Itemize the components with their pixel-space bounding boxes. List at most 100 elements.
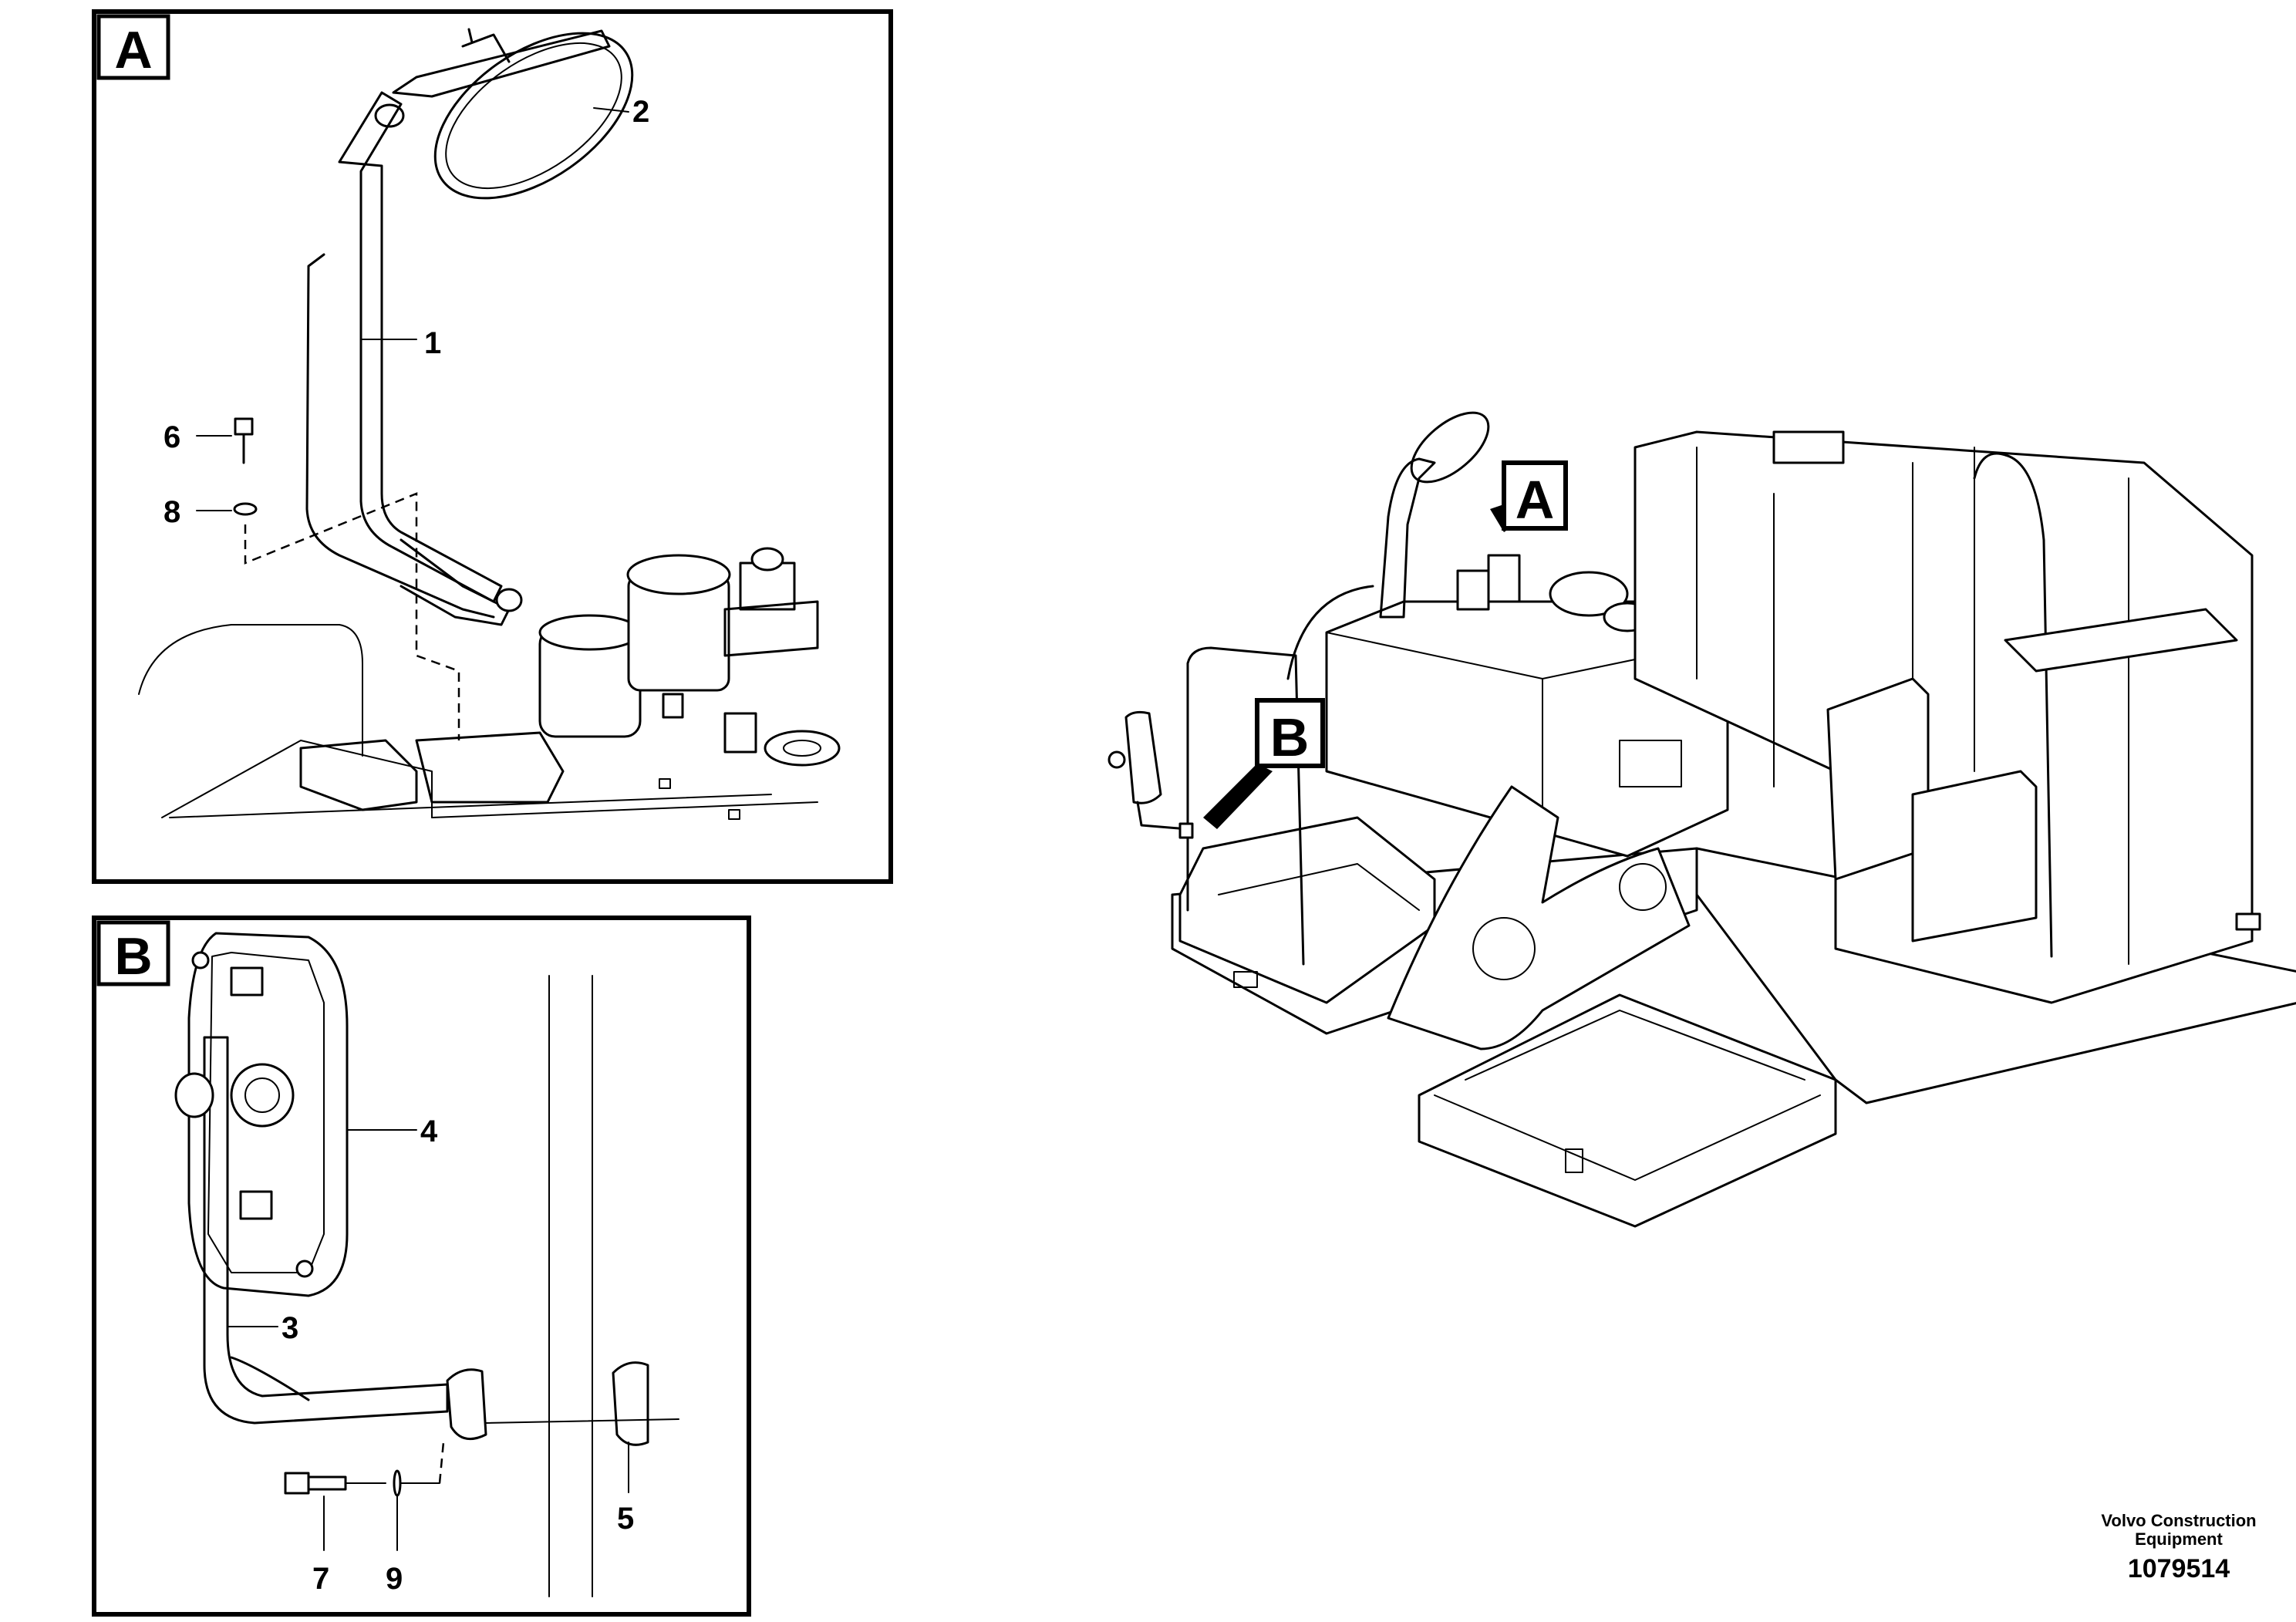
mirror-stand-pipe [338, 91, 503, 603]
rail-foot-plate [299, 739, 418, 811]
filter-housing [1487, 554, 1521, 603]
callout-4: 4 [420, 1114, 438, 1148]
pipe-end [495, 588, 523, 612]
overview-mirror-clamp [1178, 822, 1194, 839]
detail-a-panel: A 1 2 6 8 [92, 9, 893, 884]
cab-mount-plate [2004, 608, 2238, 673]
boom-pin-hole [1472, 917, 1536, 980]
overview-round-mirror [1410, 411, 1490, 484]
filter-canister-top [626, 554, 731, 595]
callout-6: 6 [164, 420, 180, 454]
front-frame-top [1465, 1010, 1805, 1081]
spacer [723, 712, 757, 754]
housing-top [538, 614, 642, 651]
callout-5: 5 [617, 1502, 634, 1536]
control-box [1911, 770, 2038, 943]
assembly-dashed-lines [244, 492, 460, 740]
callout-2-leader [593, 107, 629, 113]
housing-badge [230, 966, 264, 996]
mirror-arm [203, 1036, 449, 1425]
boom-mount [1387, 785, 1691, 1050]
battery-box-lid [1218, 863, 1420, 911]
detail-b-panel: B 4 3 5 7 [92, 916, 751, 1617]
arm-knob [174, 1072, 214, 1118]
callout-7: 7 [312, 1562, 329, 1596]
nut-2 [728, 809, 740, 820]
bolt-dashed-line [438, 1442, 445, 1484]
detail-a-frame [92, 9, 893, 884]
overview-mirror-knob [1108, 750, 1126, 769]
valve-cap [750, 547, 784, 572]
front-frame-inner [1434, 1094, 1821, 1181]
battery-box-latch [1233, 971, 1258, 988]
housing-badge-lower [239, 1190, 273, 1220]
detail-a-label-box [96, 14, 170, 80]
housing-screw-1 [191, 951, 210, 969]
cab-bulkhead [1826, 677, 1930, 881]
pointer-a-label: A [1515, 470, 1555, 530]
left-handrail [1186, 646, 1305, 966]
pointer-b-label: B [1270, 707, 1310, 767]
callout-8: 8 [164, 495, 180, 529]
overview-mirror-arm [1136, 801, 1189, 831]
valve-housing [1456, 569, 1490, 611]
callout-9: 9 [386, 1562, 403, 1596]
clamp-half-right [612, 1361, 649, 1446]
cab-frame [1633, 430, 2254, 1004]
cab-latch [2235, 912, 2261, 931]
mirror-arm-top [392, 29, 611, 98]
machine-overview: A B [1108, 411, 2296, 1228]
company-line-1: Volvo Construction [2101, 1511, 2257, 1530]
bolt-head [234, 417, 254, 436]
pointer-b-arrow [1203, 764, 1273, 829]
clamp-bolt-shank [307, 1475, 347, 1491]
company-name: Volvo Construction Equipment [2082, 1512, 2275, 1549]
callout-2: 2 [632, 95, 649, 129]
pointer-b-box [1255, 698, 1325, 768]
battery-box [1178, 816, 1436, 1004]
floor-lines [169, 794, 818, 818]
detail-a-label: A [114, 21, 152, 79]
round-mirror-glass [445, 42, 622, 190]
deck-edge-bg [161, 740, 433, 818]
clamp-half-left [446, 1368, 487, 1441]
mirror-ball-joint [230, 1063, 295, 1128]
boom-pin-hole-2 [1619, 863, 1667, 911]
mirror-bracket [461, 33, 511, 63]
tank-plate [1619, 740, 1682, 787]
pointer-a-box [1502, 460, 1568, 531]
handrail-upper [1286, 585, 1374, 680]
cab-hinge [1772, 430, 1845, 464]
washer [233, 502, 258, 516]
flange-ring [764, 730, 841, 767]
callout-3: 3 [282, 1311, 298, 1345]
stand-rear-plate [305, 253, 495, 619]
clamp-axis-line [485, 1418, 679, 1424]
clamp-washer [393, 1469, 402, 1497]
mirror-pin [467, 28, 474, 44]
cab-handrail [1973, 452, 2053, 958]
fitting [662, 693, 684, 719]
flange-hole [783, 740, 821, 757]
hydraulic-tank [1325, 600, 1729, 858]
valve-base [723, 600, 819, 657]
frame-slot [1565, 1148, 1583, 1173]
company-line-2: Equipment [2135, 1529, 2223, 1549]
stand-base-plate [400, 538, 511, 626]
clamp-bolt-head [284, 1472, 310, 1495]
drawing-number: 1079514 [2127, 1554, 2230, 1583]
round-mirror-head [433, 32, 634, 200]
overview-rect-mirror [1124, 710, 1162, 804]
overview-mirror-stand [1379, 457, 1436, 619]
detail-b-label-box [96, 920, 170, 986]
detail-b-label: B [114, 927, 152, 986]
detail-b-frame [92, 916, 751, 1617]
mirror-housing-inner [207, 952, 325, 1273]
handrail-bg [138, 624, 363, 757]
nut-1 [659, 778, 671, 789]
arm-gusset [230, 1356, 310, 1401]
tank-cap-large [1549, 571, 1629, 617]
callout-1: 1 [424, 326, 441, 360]
mount-pad [415, 731, 565, 804]
